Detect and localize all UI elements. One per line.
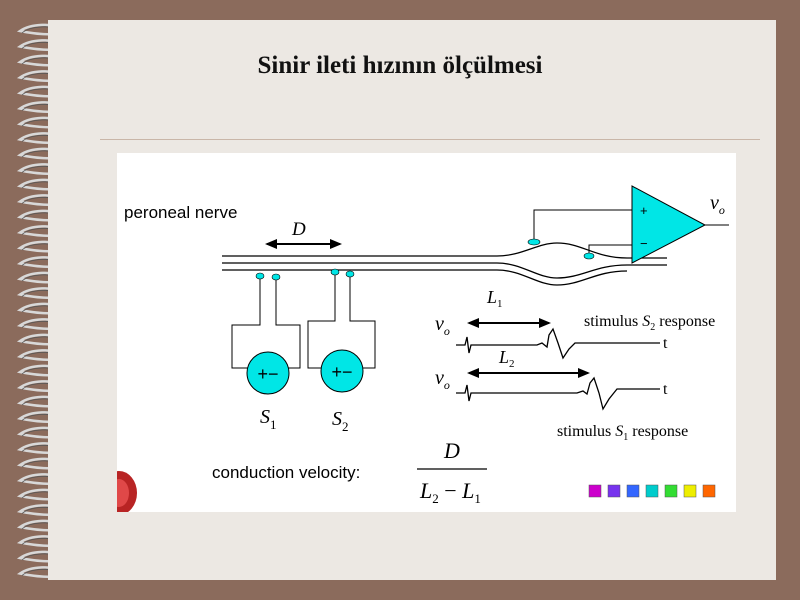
nav-square-button[interactable]	[664, 484, 678, 498]
latency-2-label: L2	[498, 347, 515, 370]
formula-label: conduction velocity:	[212, 463, 360, 482]
trace-1-waveform	[456, 327, 660, 360]
trace-2-response-label: stimulus S1 response	[557, 423, 688, 443]
stimulator-s2	[320, 349, 364, 393]
stimulator-s1-symbol: +−	[257, 364, 278, 384]
formula-denominator: L2 − L1	[419, 478, 481, 506]
amp-minus-label: −	[640, 236, 648, 251]
latency-1-label: L1	[486, 287, 503, 310]
amplifier-output-label: vo	[710, 192, 725, 217]
recording-electrode	[527, 238, 541, 246]
title-divider	[100, 139, 760, 140]
distance-arrow	[265, 239, 342, 249]
nav-square-button[interactable]	[626, 484, 640, 498]
trace-1-time-label: t	[663, 335, 668, 352]
stimulator-s1	[246, 351, 290, 395]
slide-title: Sinir ileti hızının ölçülmesi	[257, 52, 543, 79]
amplifier	[631, 185, 707, 264]
nav-square-button[interactable]	[588, 484, 602, 498]
nerve-label: peroneal nerve	[124, 203, 237, 222]
recording-wires	[533, 209, 632, 256]
stimulator-s2-symbol: +−	[331, 362, 352, 382]
stimulator-s1-label: S1	[260, 406, 277, 432]
latency-2-arrow	[467, 368, 590, 378]
nav-square-button[interactable]	[645, 484, 659, 498]
formula-numerator: D	[443, 438, 460, 463]
stimulating-electrodes	[255, 268, 355, 281]
nerve-conduction-diagram: peroneal nerve D + − vo +− S1	[117, 153, 736, 512]
nerve-bundle	[222, 242, 667, 286]
latency-1-arrow	[467, 318, 551, 328]
nav-square-button[interactable]	[607, 484, 621, 498]
stimulator-wires	[231, 275, 376, 369]
trace-2-ylabel: vo	[435, 367, 450, 392]
distance-label: D	[291, 219, 306, 240]
slide-decoration	[117, 471, 137, 512]
trace-1-response-label: stimulus S2 response	[584, 313, 715, 333]
reference-electrode	[583, 252, 595, 260]
trace-2-time-label: t	[663, 381, 668, 398]
nav-square-button[interactable]	[702, 484, 716, 498]
nav-square-button[interactable]	[683, 484, 697, 498]
trace-1-ylabel: vo	[435, 313, 450, 338]
amp-plus-label: +	[640, 203, 648, 218]
slide-nav-buttons	[588, 484, 716, 498]
trace-2-waveform	[456, 376, 660, 411]
stimulator-s2-label: S2	[332, 408, 349, 434]
